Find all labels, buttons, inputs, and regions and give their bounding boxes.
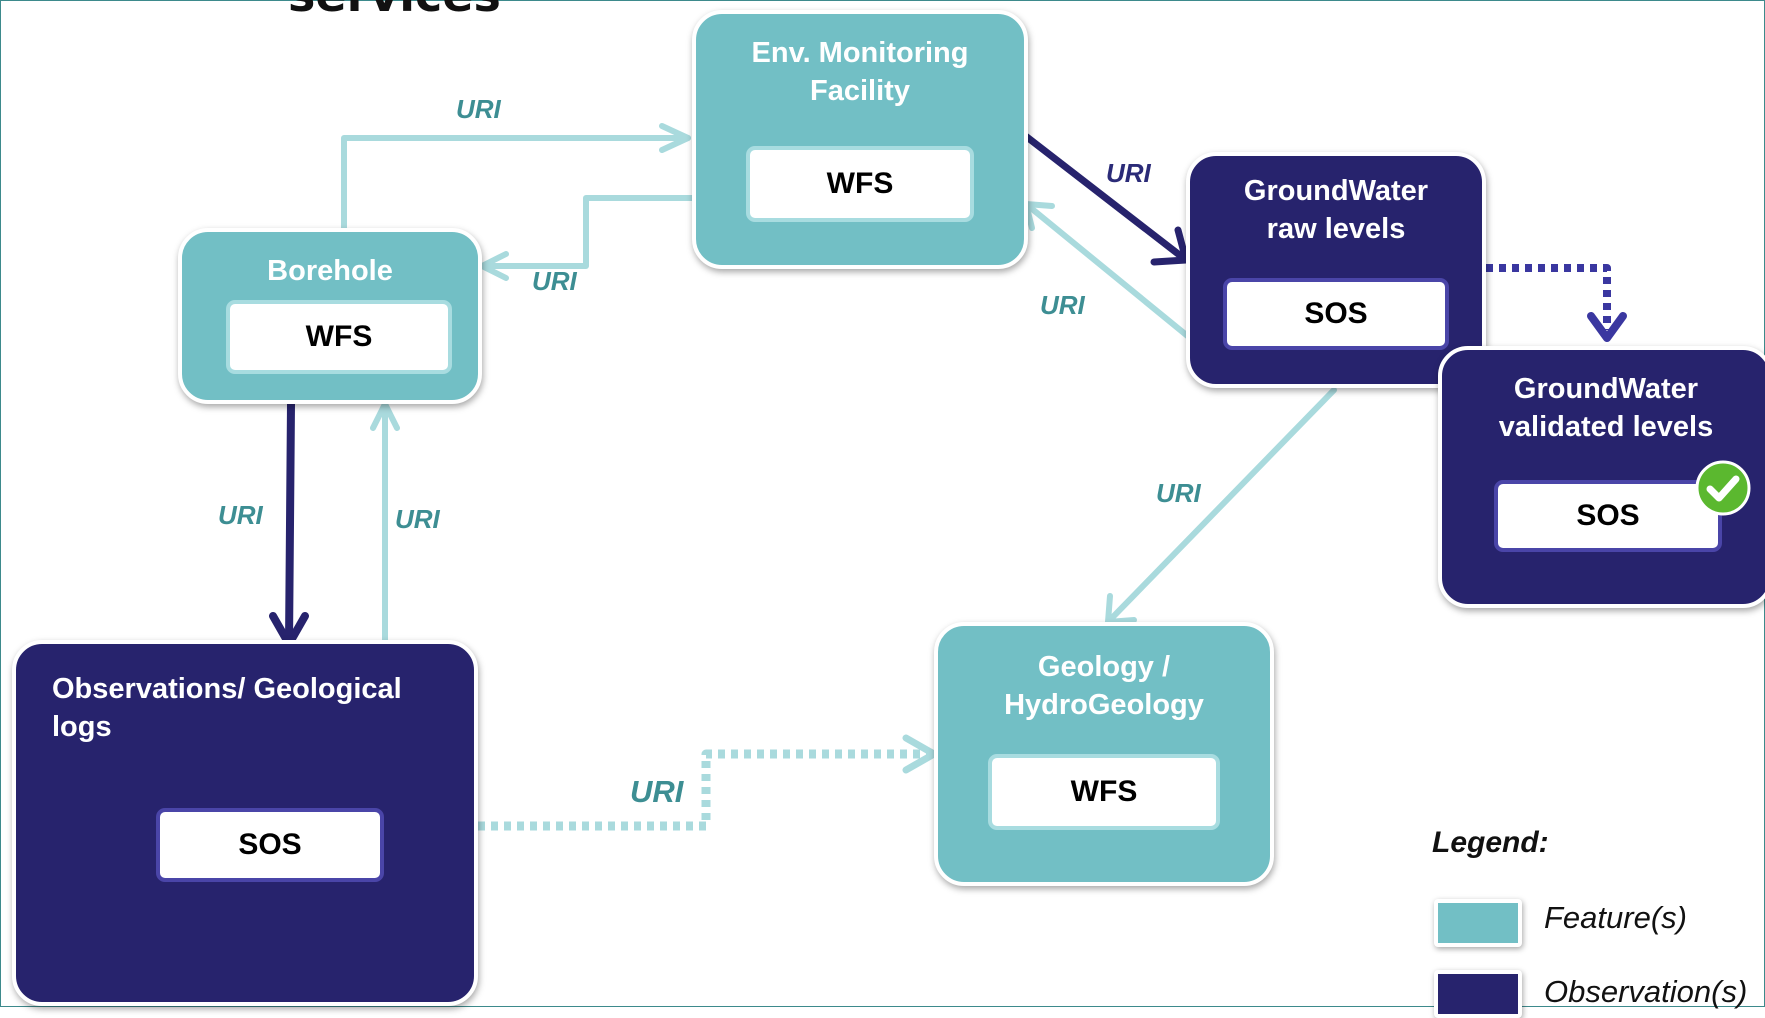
link-gwraw-to-gwvalidated	[1486, 264, 1611, 330]
observations-sos-service: SOS	[156, 808, 384, 882]
groundwater-validated-levels-label: GroundWater validated levels	[1498, 373, 1714, 443]
env-monitoring-facility-node: Env. Monitoring Facility WFS	[692, 10, 1028, 269]
borehole-label: Borehole	[267, 255, 393, 287]
arrowhead-borehole-2	[370, 401, 400, 431]
uri-label-envmon-gwraw: URI	[1106, 158, 1151, 188]
slide-title: services	[288, 0, 501, 22]
legend-observation-label: Observation(s)	[1544, 974, 1748, 1009]
borehole-wfs-service: WFS	[226, 300, 452, 374]
arrowhead-borehole	[479, 251, 509, 281]
uri-label-gwraw-envmon: URI	[1040, 290, 1085, 320]
env-monitoring-facility-label: Env. Monitoring Facility	[751, 37, 969, 107]
link-borehole-to-observations	[285, 400, 295, 648]
arrowhead-envmon	[659, 123, 691, 153]
arrowhead-gwvalidated	[1587, 312, 1627, 342]
uri-label-observations-borehole: URI	[395, 504, 440, 534]
geology-wfs-service: WFS	[988, 754, 1220, 830]
legend-title: Legend:	[1432, 826, 1549, 859]
env-monitoring-wfs-service: WFS	[746, 146, 974, 222]
link-borehole-to-envmon	[341, 135, 691, 235]
uri-label-borehole-observations: URI	[218, 500, 263, 530]
validated-check-icon	[1695, 460, 1751, 516]
link-gwraw-to-envmon	[1023, 201, 1193, 341]
uri-label-observations-geology: URI	[630, 774, 684, 809]
link-gwraw-to-geology	[1105, 387, 1337, 625]
link-envmon-to-gwraw	[1019, 130, 1190, 264]
observations-geological-logs-node: Observations/ Geological logs SOS	[12, 640, 478, 1006]
uri-label-envmon-borehole: URI	[532, 266, 577, 296]
borehole-node: Borehole WFS	[178, 228, 482, 404]
link-envmon-to-borehole	[479, 195, 699, 269]
link-observations-to-geology	[478, 749, 934, 831]
groundwater-raw-levels-label: GroundWater raw levels	[1243, 175, 1429, 245]
groundwater-raw-levels-node: GroundWater raw levels SOS	[1186, 152, 1486, 388]
legend-feature-label: Feature(s)	[1544, 900, 1687, 935]
observations-geological-logs-label: Observations/ Geological logs	[52, 673, 402, 743]
groundwater-raw-sos-service: SOS	[1223, 278, 1449, 350]
groundwater-validated-sos-service: SOS	[1494, 480, 1722, 552]
legend-feature-swatch	[1434, 899, 1522, 947]
uri-label-gwraw-geology: URI	[1156, 478, 1201, 508]
legend-observation-swatch	[1434, 970, 1522, 1018]
geology-hydrogeology-label: Geology / HydroGeology	[1004, 651, 1204, 721]
geology-hydrogeology-node: Geology / HydroGeology WFS	[934, 622, 1274, 886]
uri-label-borehole-envmon: URI	[456, 94, 501, 124]
